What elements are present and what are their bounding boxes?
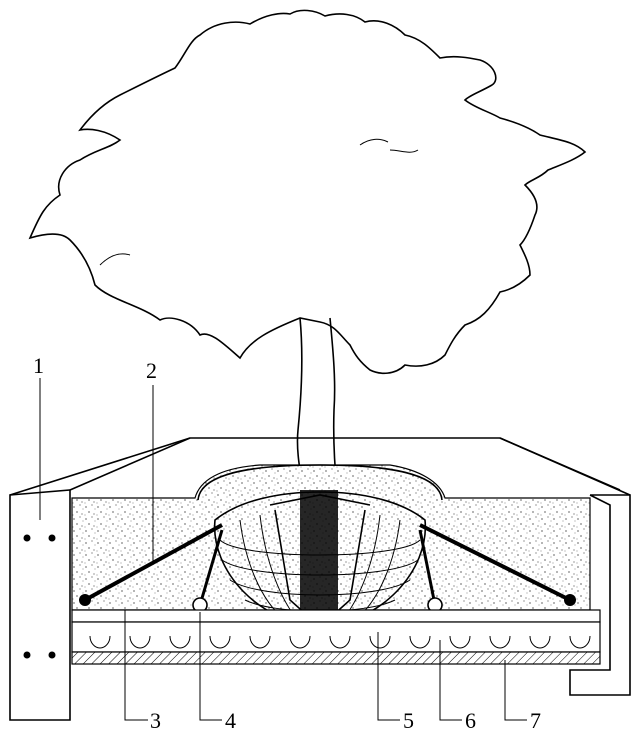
bolt-group <box>23 534 56 659</box>
tree-crown <box>28 9 587 375</box>
label-7: 7 <box>530 708 541 733</box>
label-3: 3 <box>150 708 161 733</box>
crown-detail <box>99 138 419 266</box>
guy-rope-inner-right <box>418 529 437 606</box>
drainage-cells <box>89 635 591 649</box>
guy-rope-inner-left <box>198 529 224 606</box>
anchor-left <box>79 594 91 606</box>
right-wall-top <box>499 437 631 496</box>
filter-layer <box>71 609 601 623</box>
label-5: 5 <box>403 708 414 733</box>
anchor-right <box>564 594 576 606</box>
container-right-wall <box>569 494 631 696</box>
waterproof-layer <box>71 651 601 665</box>
label-4: 4 <box>225 708 236 733</box>
leader-lines <box>39 378 527 721</box>
guy-rope-right <box>419 523 571 602</box>
tree-trunk <box>296 317 338 491</box>
label-2: 2 <box>146 358 157 383</box>
container-left-wall <box>9 489 71 721</box>
left-wall-top <box>9 437 191 496</box>
tree-pit-rim <box>197 464 443 501</box>
label-1: 1 <box>33 353 44 378</box>
label-6: 6 <box>465 708 476 733</box>
